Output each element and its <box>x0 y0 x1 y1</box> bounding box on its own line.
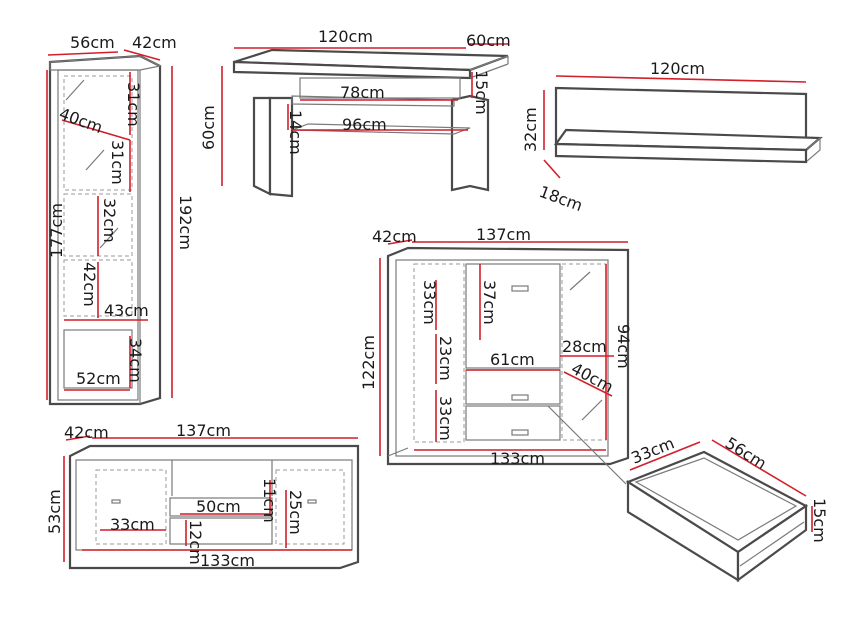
vitrine-drawer-width-label: 52cm <box>76 369 121 388</box>
tv-stand-inner-total-label: 133cm <box>200 551 255 570</box>
sideboard-inner-width-label: 133cm <box>490 449 545 468</box>
vitrine-inner-height-label: 177cm <box>47 203 66 258</box>
drawer-depth-label: 33cm <box>628 433 677 467</box>
vitrine-drawer-height-label: 34cm <box>126 338 145 383</box>
vitrine-dimension-lines <box>46 49 173 400</box>
drawer-height-label: 15cm <box>810 498 829 543</box>
sideboard-center-width-label: 61cm <box>490 350 535 369</box>
table-shelf-height-label: 14cm <box>286 110 305 155</box>
drawer-dimension-lines <box>629 439 813 532</box>
sideboard-width-label: 137cm <box>476 225 531 244</box>
sideboard-left-shelf1-label: 33cm <box>420 280 439 325</box>
table-height-label: 60cm <box>199 105 218 150</box>
tv-stand-width-label: 137cm <box>176 421 231 440</box>
tv-stand-dimension-lines <box>63 435 358 562</box>
sideboard-left-shelf2-label: 23cm <box>436 336 455 381</box>
vitrine-depth-label: 42cm <box>132 33 177 52</box>
table-shelf-width-label: 96cm <box>342 115 387 134</box>
vitrine-shelf2-label: 31cm <box>108 140 127 185</box>
table-width-label: 120cm <box>318 27 373 46</box>
sideboard-right-height-label: 94cm <box>614 324 633 369</box>
drawer <box>625 450 809 583</box>
sideboard-dimension-lines <box>379 239 628 485</box>
sideboard-right-shelf-label: 28cm <box>562 337 607 356</box>
sideboard-depth-label: 42cm <box>372 227 417 246</box>
wall-shelf <box>553 86 823 164</box>
vitrine-width-label: 56cm <box>70 33 115 52</box>
tv-stand-side-width-label: 33cm <box>110 515 155 534</box>
shelf-dimension-lines <box>543 75 807 179</box>
vitrine-shelf4-label: 42cm <box>80 262 99 307</box>
tv-stand-compartment-height-label: 11cm <box>260 478 279 523</box>
console-table <box>232 48 509 198</box>
table-gap-label: 15cm <box>472 70 491 115</box>
shelf-depth-label: 18cm <box>537 182 586 215</box>
tv-stand-depth-label: 42cm <box>64 423 109 442</box>
sideboard-left-shelf3-label: 33cm <box>436 396 455 441</box>
tv-stand-height-label: 53cm <box>45 489 64 534</box>
sideboard <box>386 246 630 466</box>
table-depth-label: 60cm <box>466 31 511 50</box>
tv-stand-bottom-height-label: 12cm <box>186 520 205 565</box>
vitrine-shelf1-label: 31cm <box>124 82 143 127</box>
vitrine-shelf3-label: 32cm <box>100 198 119 243</box>
tv-stand-inner-width-label: 50cm <box>196 497 241 516</box>
sideboard-height-label: 122cm <box>359 335 378 390</box>
vitrine-cabinet <box>48 54 162 406</box>
shelf-width-label: 120cm <box>650 59 705 78</box>
shelf-height-label: 32cm <box>521 107 540 152</box>
vitrine-inner-width-label: 43cm <box>104 301 149 320</box>
vitrine-height-label: 192cm <box>176 195 195 250</box>
tv-stand-side-height-label: 25cm <box>286 490 305 535</box>
table-inner-top-label: 78cm <box>340 83 385 102</box>
sideboard-center-height-label: 37cm <box>480 280 499 325</box>
table-dimension-lines <box>221 43 508 186</box>
